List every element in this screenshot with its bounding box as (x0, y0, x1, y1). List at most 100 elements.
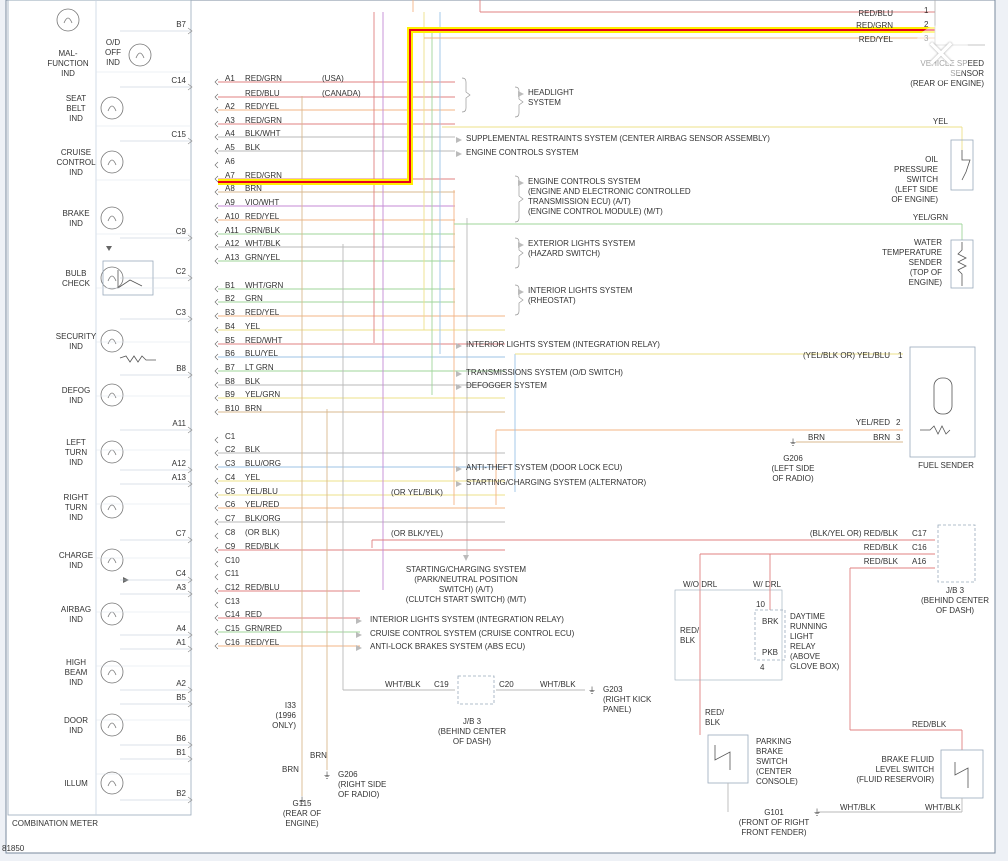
drl-brk-label: BRK (762, 617, 779, 626)
system-label: ANTI-THEFT SYSTEM (DOOR LOCK ECU) (456, 463, 623, 472)
connector-pin-label: B7 (225, 363, 235, 372)
connector-pin-label: C3 (225, 459, 236, 468)
lamp-icon (100, 150, 124, 174)
wire-color-label: YEL/RED (245, 500, 279, 509)
connector-pin-label: B6 (225, 349, 235, 358)
or-yel-blk-label: (OR YEL/BLK) (391, 488, 443, 497)
fuel-pin-3: 3 (896, 433, 901, 442)
meter-pin-label: B8 (176, 364, 186, 373)
vss-wire-1: RED/BLU (858, 9, 893, 18)
connector-pin-label: C16 (225, 638, 240, 647)
lamp-icon (100, 548, 124, 572)
wire-row: C8(OR BLK) (214, 528, 280, 540)
water-sender-resistor (957, 242, 967, 286)
wire-color-label: BLK/ORG (245, 514, 281, 523)
jb-wire-3: RED/BLK (864, 557, 899, 566)
wire-note-label: (USA) (322, 74, 344, 83)
wire-color-label: GRN/YEL (245, 253, 281, 262)
c19-wire-label: WHT/BLK (385, 680, 421, 689)
indicator-label: ILLUM (64, 779, 88, 788)
connector-pin-label: A6 (225, 157, 235, 166)
wire-row: C7 BLK/ORG (214, 514, 505, 526)
water-temp-sender-box (950, 239, 974, 289)
lamp-icon (100, 206, 124, 230)
close-icon: × (924, 30, 958, 76)
fuel-pin-2: 2 (896, 418, 901, 427)
wire-color-label: BRN (245, 184, 262, 193)
wire-color-label: YEL (245, 473, 261, 482)
close-button[interactable]: × (913, 25, 969, 81)
connector-pin-label: B3 (225, 308, 235, 317)
connector-pin-label: B1 (225, 281, 235, 290)
system-label-text: ENGINE CONTROLS SYSTEM (466, 148, 579, 157)
connector-pin-label: B5 (225, 336, 235, 345)
starting-arrow (463, 555, 469, 561)
jb-wire-1: (BLK/YEL OR) RED/BLK (810, 529, 899, 538)
g101-ground-icon: ⏚ (813, 808, 821, 817)
oil-pressure-switch-box (950, 139, 974, 191)
wire-color-label: VIO/WHT (245, 198, 279, 207)
system-label: ENGINE CONTROLS SYSTEM(ENGINE AND ELECTR… (514, 175, 691, 223)
system-label: SUPPLEMENTAL RESTRAINTS SYSTEM (CENTER A… (456, 134, 770, 143)
meter-pin-label: C4 (176, 569, 187, 578)
connector-pin-label: C12 (225, 583, 240, 592)
jb-pin-a16: A16 (912, 557, 927, 566)
connector-pin-label: A2 (225, 102, 235, 111)
system-label-text: ANTI-THEFT SYSTEM (DOOR LOCK ECU) (466, 463, 623, 472)
wire-color-label: RED/YEL (245, 308, 280, 317)
wire-color-label: LT GRN (245, 363, 274, 372)
meter-pin-label: B2 (176, 789, 186, 798)
meter-pin-label: B7 (176, 20, 186, 29)
wire-color-label: RED/BLU (245, 89, 280, 98)
drl-pin-4: 4 (760, 663, 765, 672)
system-label-text: DEFOGGER SYSTEM (466, 381, 547, 390)
lamp-icon (100, 96, 124, 120)
red-blk-left-label: RED/BLK (680, 626, 700, 645)
meter-pin-label: A13 (172, 473, 187, 482)
connector-pin-label: A4 (225, 129, 235, 138)
lamp-icon (56, 8, 80, 32)
wire-color-label: RED/YEL (245, 638, 280, 647)
wire-row: A6 (214, 157, 235, 169)
lower-system-text: INTERIOR LIGHTS SYSTEM (INTEGRATION RELA… (370, 615, 564, 624)
wo-drl-label: W/O DRL (683, 580, 718, 589)
wht-blk-2-label: WHT/BLK (925, 803, 961, 812)
connector-pin-label: C7 (225, 514, 236, 523)
jb-pin-c16: C16 (912, 543, 927, 552)
meter-pin-label: B1 (176, 748, 186, 757)
fuel-wire-3b: BRN (873, 433, 890, 442)
starting-charging-label: STARTING/CHARGING SYSTEM(PARK/NEUTRAL PO… (406, 565, 527, 604)
meter-pin-label: C9 (176, 227, 187, 236)
system-label-text: SUPPLEMENTAL RESTRAINTS SYSTEM (CENTER A… (466, 134, 770, 143)
lower-system-label: INTERIOR LIGHTS SYSTEM (INTEGRATION RELA… (356, 615, 564, 624)
system-label: EXTERIOR LIGHTS SYSTEM(HAZARD SWITCH) (514, 237, 635, 269)
connector-pin-label: A1 (225, 74, 235, 83)
drl-frame (674, 589, 783, 681)
lamp-icon (100, 495, 124, 519)
connector-pin-label: A13 (225, 253, 240, 262)
connector-pin-label: C8 (225, 528, 236, 537)
wire-row: C1 (214, 432, 236, 444)
meter-pin-label: B6 (176, 734, 186, 743)
connector-pin-label: A3 (225, 116, 235, 125)
vss-wire-3: RED/YEL (859, 35, 894, 44)
wire-color-label: RED/WHT (245, 336, 282, 345)
fuel-sender-resistor (920, 425, 951, 435)
